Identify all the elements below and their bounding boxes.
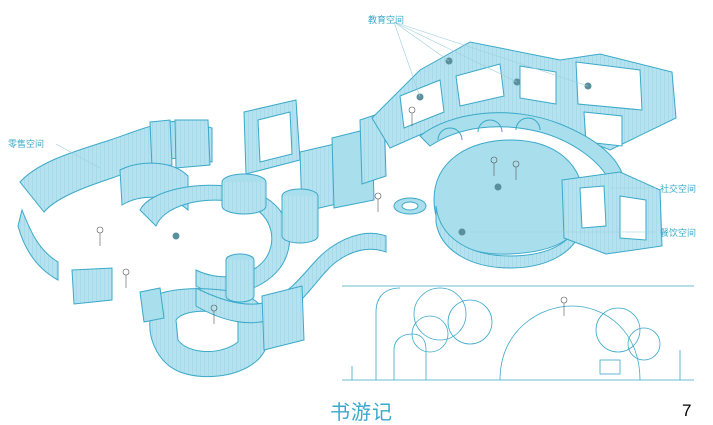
elevation-sketch [342,285,694,381]
focal-dots [172,57,592,240]
label-social-space: 社交空间 [660,185,697,195]
spiral-area [139,173,291,378]
leader-lines [55,21,656,233]
label-education-space: 教育空间 [368,16,405,26]
retail-wing [17,119,213,305]
label-dining-space: 餐饮空间 [660,229,697,239]
social-dome [433,139,663,269]
page-number: 7 [682,401,692,420]
caption-title: 书游记 [330,400,393,424]
central-rooms [243,99,427,244]
education-wing [371,41,677,183]
sinuous-wall [195,232,387,351]
label-retail-space: 零售空间 [8,140,45,150]
people-figures [96,106,568,324]
